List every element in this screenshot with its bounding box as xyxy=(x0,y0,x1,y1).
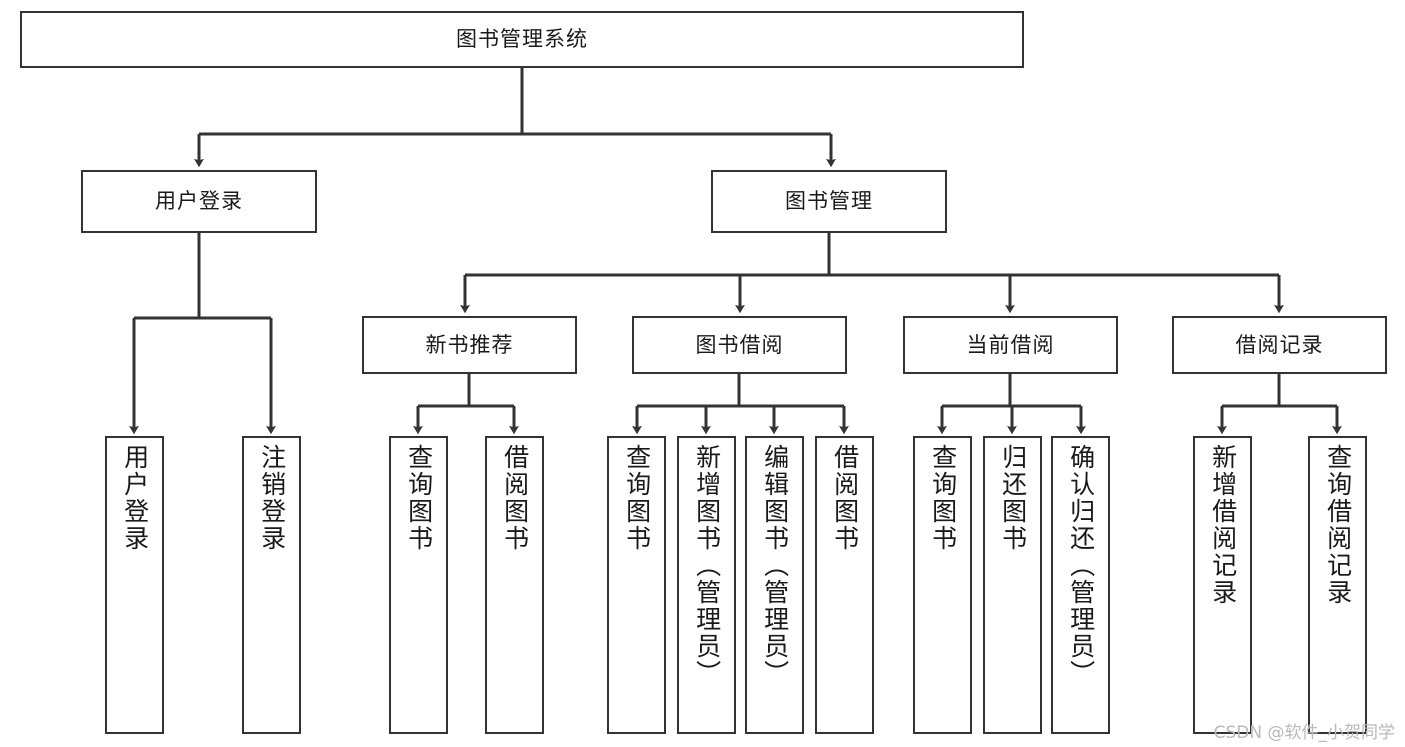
node-label: 当前借阅 xyxy=(966,332,1055,357)
node-label: 借阅图书 xyxy=(500,444,530,552)
node-label: 确认归还（管理员） xyxy=(1066,444,1096,687)
leaf-book-borrow-query[interactable]: 查询图书 xyxy=(607,436,666,734)
leaf-current-borrow-query[interactable]: 查询图书 xyxy=(913,436,972,734)
node-label: 归还图书 xyxy=(998,444,1028,552)
node-label: 图书借阅 xyxy=(695,332,784,357)
node-label: 借阅记录 xyxy=(1235,332,1324,357)
node-label: 新增图书（管理员） xyxy=(692,444,722,687)
node-label: 查询图书 xyxy=(404,444,434,552)
node-label: 图书管理 xyxy=(785,189,873,214)
node-label: 用户登录 xyxy=(155,189,243,214)
node-book-management[interactable]: 图书管理 xyxy=(711,170,947,233)
node-label: 新书推荐 xyxy=(425,332,514,357)
leaf-new-book-borrow[interactable]: 借阅图书 xyxy=(485,436,544,734)
node-label: 借阅图书 xyxy=(830,444,860,552)
node-label: 图书管理系统 xyxy=(456,27,588,52)
leaf-user-login-login[interactable]: 用户登录 xyxy=(105,436,164,734)
leaf-book-borrow-edit[interactable]: 编辑图书（管理员） xyxy=(745,436,804,734)
watermark: CSDN @软件_小贺同学 xyxy=(1213,723,1395,743)
leaf-new-book-query[interactable]: 查询图书 xyxy=(389,436,448,734)
leaf-book-borrow-borrow[interactable]: 借阅图书 xyxy=(815,436,874,734)
node-label: 新增借阅记录 xyxy=(1208,444,1238,606)
leaf-user-login-logout[interactable]: 注销登录 xyxy=(242,436,301,734)
node-book-borrow[interactable]: 图书借阅 xyxy=(632,316,847,374)
node-root-system[interactable]: 图书管理系统 xyxy=(20,11,1024,68)
leaf-current-borrow-confirm-return[interactable]: 确认归还（管理员） xyxy=(1051,436,1110,734)
node-user-login[interactable]: 用户登录 xyxy=(81,170,317,233)
node-label: 编辑图书（管理员） xyxy=(760,444,790,687)
node-label: 查询图书 xyxy=(622,444,652,552)
node-current-borrow[interactable]: 当前借阅 xyxy=(903,316,1118,374)
leaf-borrow-record-query[interactable]: 查询借阅记录 xyxy=(1308,436,1367,734)
node-borrow-record[interactable]: 借阅记录 xyxy=(1172,316,1387,374)
node-label: 注销登录 xyxy=(257,444,287,552)
node-label: 查询借阅记录 xyxy=(1323,444,1353,606)
leaf-book-borrow-add[interactable]: 新增图书（管理员） xyxy=(677,436,736,734)
node-label: 查询图书 xyxy=(928,444,958,552)
leaf-current-borrow-return[interactable]: 归还图书 xyxy=(983,436,1042,734)
leaf-borrow-record-add[interactable]: 新增借阅记录 xyxy=(1193,436,1252,734)
node-new-book-recommend[interactable]: 新书推荐 xyxy=(362,316,577,374)
node-label: 用户登录 xyxy=(120,444,150,552)
